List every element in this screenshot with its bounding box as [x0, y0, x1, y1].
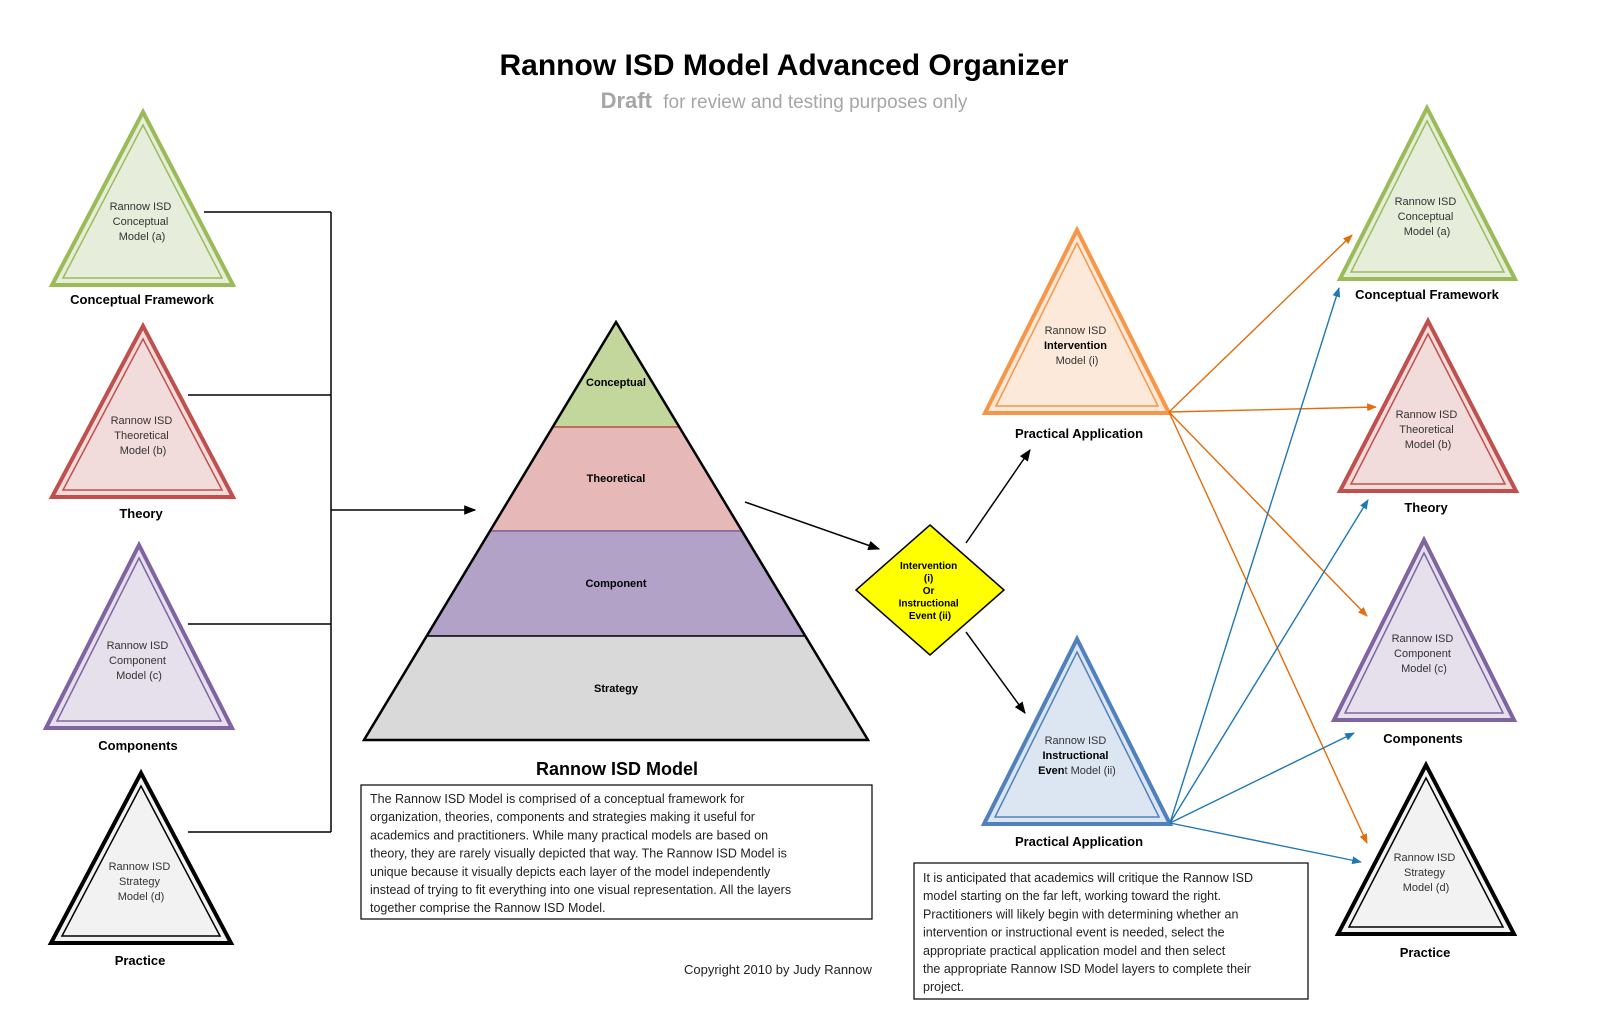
left-component-triangle — [42, 540, 236, 730]
pyramid-caption: Rannow ISD Model — [536, 759, 698, 779]
right-component-triangle — [1330, 535, 1518, 722]
left-connector — [188, 211, 477, 833]
pyramid-label-strategy: Strategy — [594, 683, 639, 695]
blue-arrow-to-conceptual — [1169, 287, 1341, 824]
arrow-to-instructional — [965, 631, 1026, 714]
pyramid-description: The Rannow ISD Model is comprised of a c… — [370, 792, 795, 915]
left-component-label: Rannow ISD Component Model (c) — [107, 640, 172, 682]
left-theory-triangle — [48, 321, 237, 499]
decision-diamond: Intervention (i) Or Instructional Event … — [854, 524, 1006, 656]
right-theory-triangle — [1336, 316, 1520, 493]
right-model-component: Rannow ISD Component Model (c) Component… — [1330, 535, 1518, 746]
left-model-conceptual: Rannow ISD Conceptual Model (a) Conceptu… — [48, 107, 237, 307]
subtitle-text: for review and testing purposes only — [663, 92, 968, 113]
right-model-strategy: Rannow ISD Strategy Model (d) Practice — [1334, 760, 1518, 960]
right-conceptual-caption: Conceptual Framework — [1355, 287, 1500, 302]
right-model-conceptual: Rannow ISD Conceptual Model (a) Conceptu… — [1336, 103, 1519, 302]
instructional-triangle-inner — [993, 650, 1161, 818]
left-strategy-triangle-inner — [60, 784, 222, 937]
orange-arrow-to-strategy — [1168, 411, 1368, 844]
intervention-model: Rannow ISD Intervention Model (i) Practi… — [981, 225, 1173, 441]
instructional-triangle — [980, 634, 1174, 826]
left-conceptual-triangle — [48, 107, 237, 287]
right-conceptual-triangle — [1336, 103, 1519, 281]
pyramid-label-theoretical: Theoretical — [587, 473, 646, 485]
copyright-text: Copyright 2010 by Judy Rannow — [684, 962, 873, 977]
pyramid-label-conceptual: Conceptual — [586, 377, 646, 389]
left-component-caption: Components — [98, 738, 177, 753]
right-conceptual-label: Rannow ISD Conceptual Model (a) — [1395, 196, 1460, 238]
isd-pyramid: Conceptual Theoretical Component Strateg… — [361, 319, 871, 779]
pyramid-layer-conceptual — [551, 320, 681, 428]
decision-shape — [854, 524, 1006, 656]
intervention-triangle-inner — [994, 241, 1160, 407]
right-strategy-label: Rannow ISD Strategy Model (d) — [1394, 852, 1459, 894]
decision-label: Intervention (i) Or Instructional Event … — [899, 561, 962, 622]
right-strategy-triangle-inner — [1347, 776, 1505, 928]
right-description: It is anticipated that academics will cr… — [923, 871, 1257, 994]
page-subtitle: Draft for review and testing purposes on… — [601, 88, 968, 113]
right-theory-caption: Theory — [1404, 500, 1448, 515]
arrow-to-decision — [744, 501, 881, 550]
orange-arrow-to-theory — [1168, 403, 1377, 413]
intervention-label: Rannow ISD Intervention Model (i) — [1044, 325, 1110, 367]
left-strategy-caption: Practice — [115, 953, 166, 968]
left-theory-caption: Theory — [119, 506, 163, 521]
right-component-caption: Components — [1383, 731, 1462, 746]
instructional-label: Rannow ISD Instructional Event Model (ii… — [1038, 735, 1116, 777]
left-theory-triangle-inner — [61, 337, 224, 491]
right-component-label: Rannow ISD Component Model (c) — [1392, 633, 1457, 675]
intervention-arrows — [1168, 234, 1377, 844]
blue-arrow-to-strategy — [1169, 822, 1362, 865]
pyramid-label-component: Component — [585, 578, 646, 590]
arrow-to-intervention — [965, 449, 1031, 544]
left-model-component: Rannow ISD Component Model (c) Component… — [42, 540, 236, 753]
right-model-theory: Rannow ISD Theoretical Model (b) Theory — [1336, 316, 1520, 515]
blue-arrow-to-component — [1169, 732, 1355, 824]
blue-arrow-to-theory — [1169, 499, 1369, 824]
pyramid-description-box: The Rannow ISD Model is comprised of a c… — [360, 784, 873, 920]
right-strategy-triangle — [1334, 760, 1518, 936]
right-conceptual-triangle-inner — [1349, 119, 1506, 273]
left-strategy-triangle — [47, 768, 235, 945]
left-conceptual-label: Rannow ISD Conceptual Model (a) — [110, 201, 175, 243]
instructional-arrows — [1169, 287, 1369, 865]
pyramid-outline — [361, 319, 871, 742]
draft-label: Draft — [601, 88, 653, 113]
right-description-border — [913, 862, 1309, 1000]
instructional-model: Rannow ISD Instructional Event Model (ii… — [980, 634, 1174, 849]
right-strategy-caption: Practice — [1400, 945, 1451, 960]
left-conceptual-caption: Conceptual Framework — [70, 292, 215, 307]
right-theory-triangle-inner — [1349, 332, 1507, 485]
description-border — [360, 784, 873, 920]
left-component-triangle-inner — [55, 556, 223, 722]
intervention-triangle — [981, 225, 1173, 415]
left-model-strategy: Rannow ISD Strategy Model (d) Practice — [47, 768, 235, 968]
left-conceptual-triangle-inner — [61, 123, 224, 279]
page-title: Rannow ISD Model Advanced Organizer — [500, 49, 1069, 82]
instructional-caption: Practical Application — [1015, 834, 1143, 849]
right-description-box: It is anticipated that academics will cr… — [913, 862, 1309, 1000]
right-component-triangle-inner — [1343, 551, 1505, 714]
left-theory-label: Rannow ISD Theoretical Model (b) — [111, 415, 176, 457]
left-strategy-label: Rannow ISD Strategy Model (d) — [109, 861, 174, 903]
right-theory-label: Rannow ISD Theoretical Model (b) — [1396, 409, 1461, 451]
left-model-theory: Rannow ISD Theoretical Model (b) Theory — [48, 321, 237, 521]
orange-arrow-to-conceptual — [1168, 234, 1353, 413]
intervention-caption: Practical Application — [1015, 426, 1143, 441]
